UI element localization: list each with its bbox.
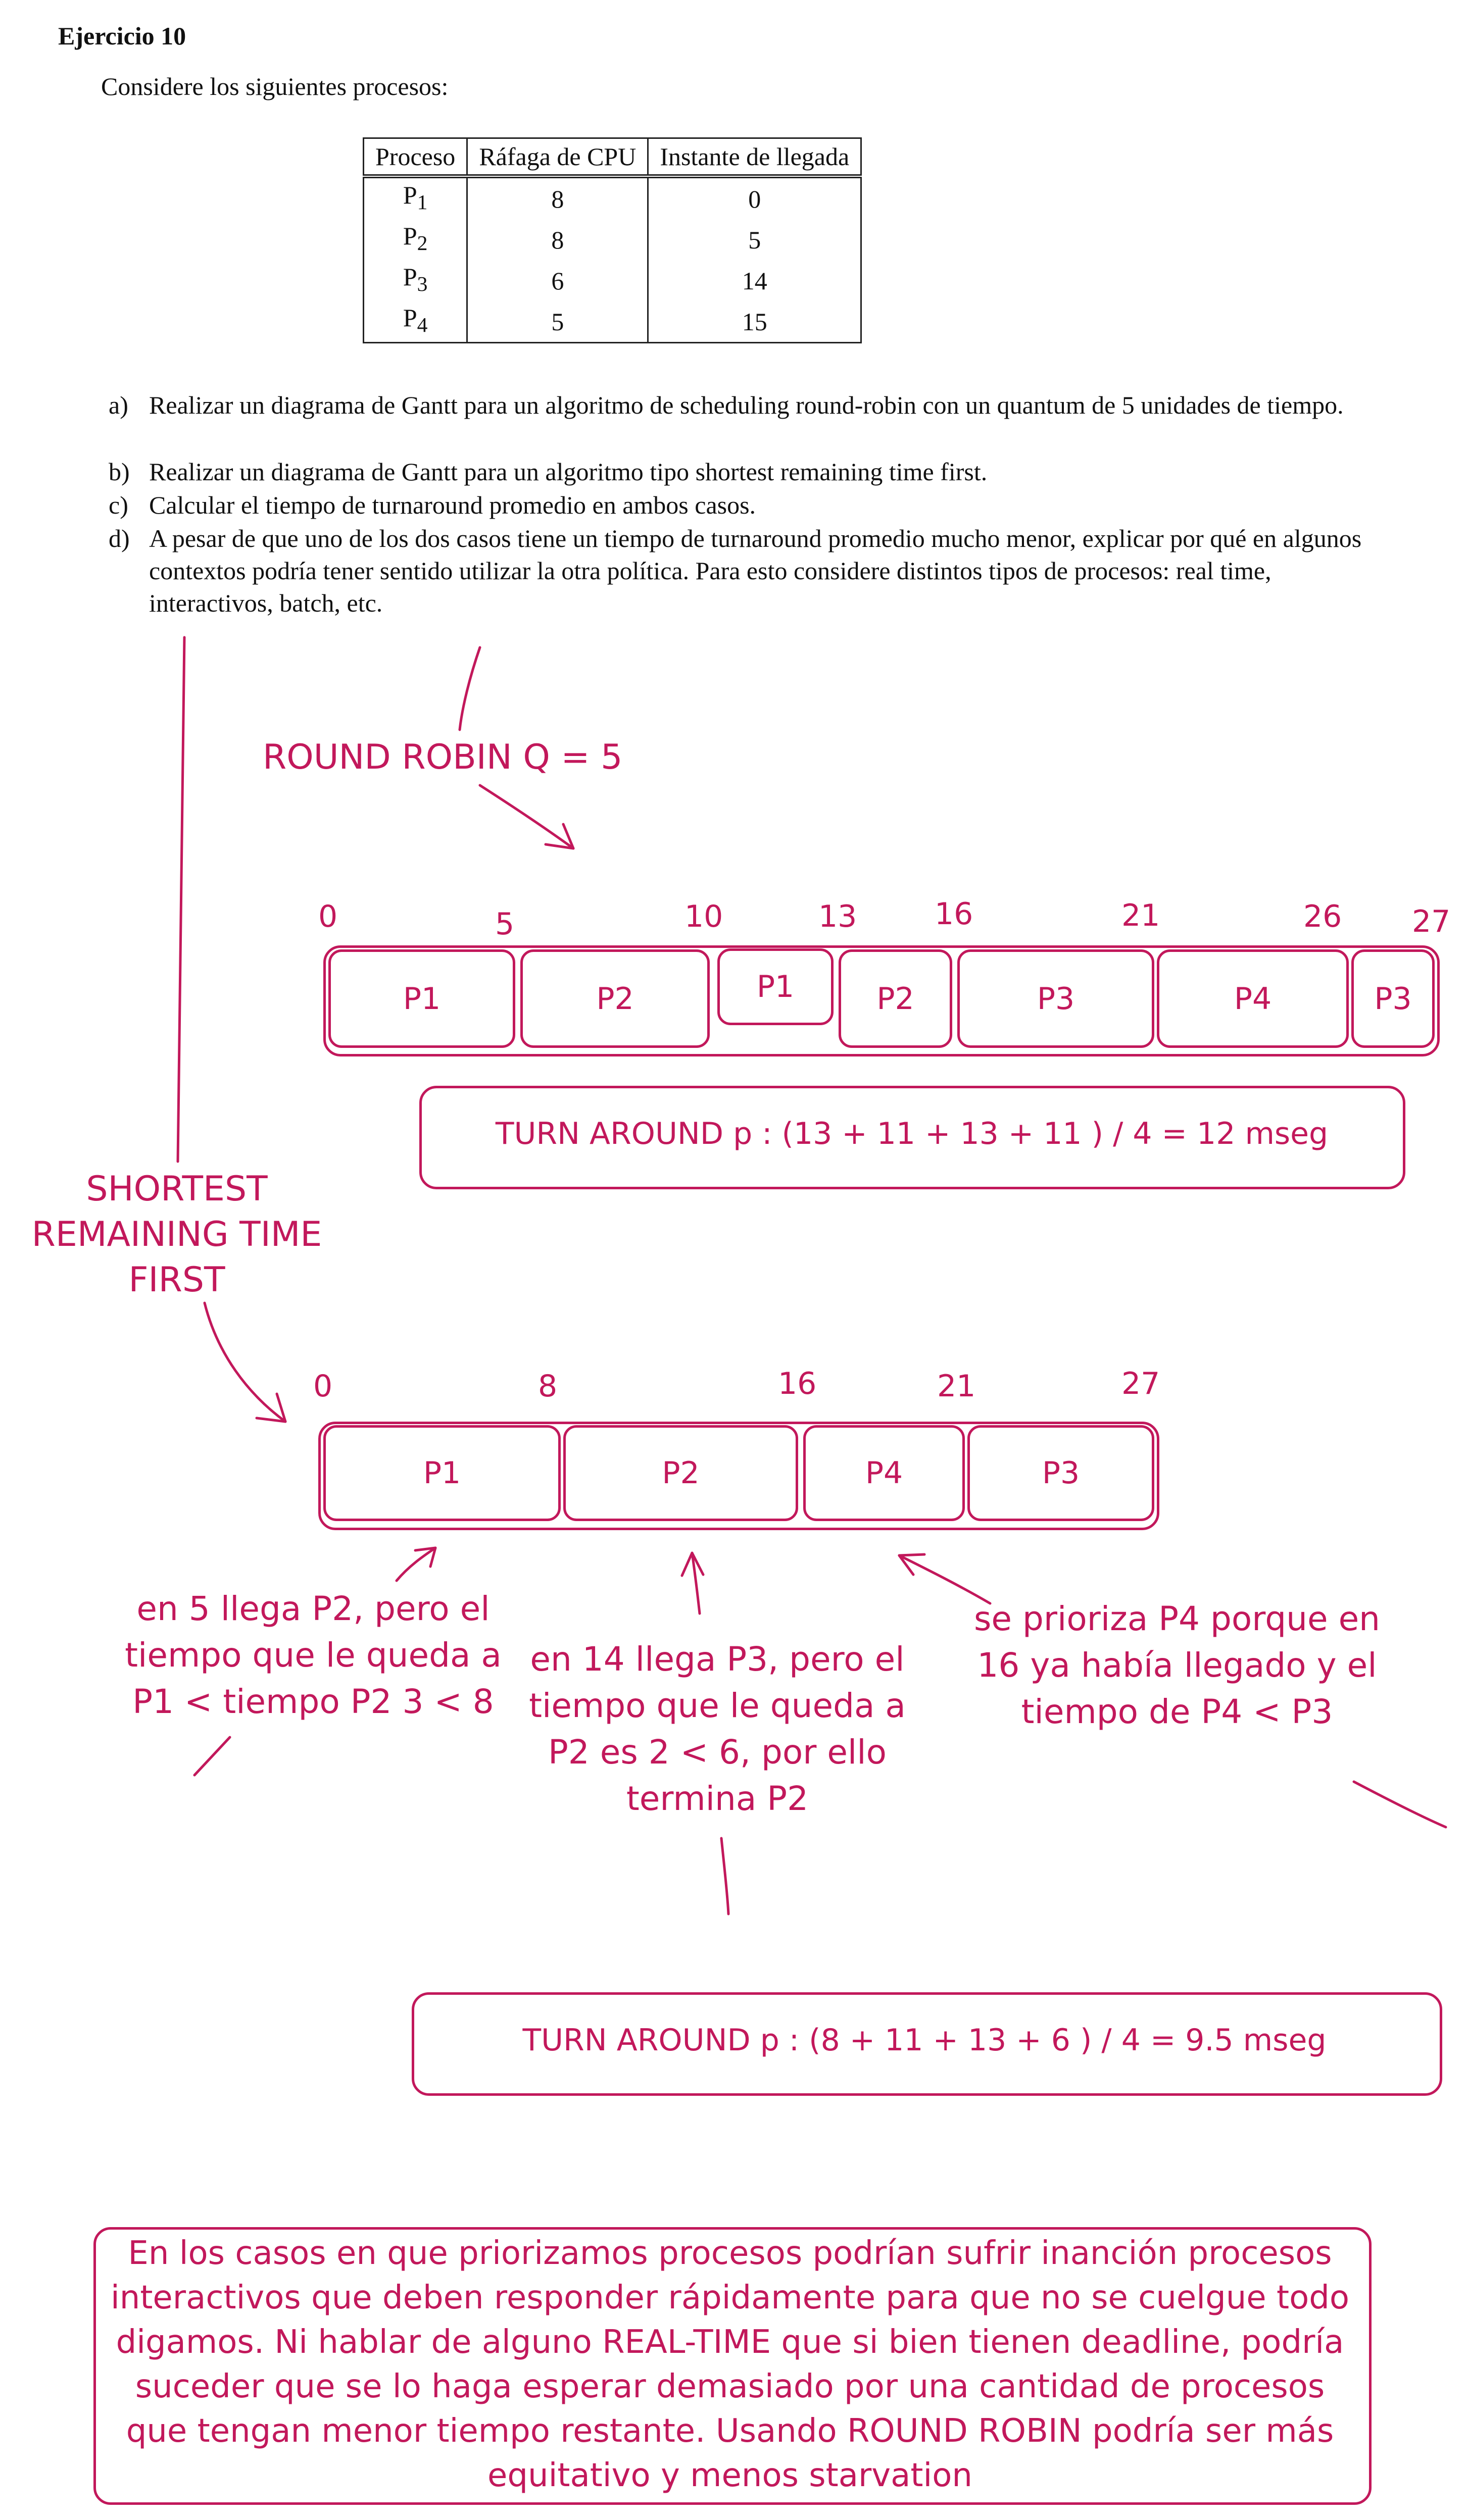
note1-arrow: [395, 1546, 437, 1582]
process-cell: P4: [362, 301, 468, 343]
rr-segment-p2: P2: [839, 949, 952, 1048]
note1-arrowhead: [414, 1546, 437, 1568]
arrival-cell: 0: [647, 176, 862, 219]
header-rafaga: Ráfaga de CPU: [466, 137, 649, 178]
srtf-tick: 21: [937, 1369, 976, 1404]
srtf-title: SHORTEST REMAINING TIME FIRST: [0, 1167, 354, 1303]
srtf-tick: 16: [778, 1366, 817, 1401]
left-slash: [193, 1736, 231, 1777]
header-llegada: Instante de llegada: [647, 137, 862, 178]
table-row: P3 6 14: [362, 260, 862, 301]
rr-tick: 21: [1121, 898, 1160, 933]
srtf-turnaround-box: [412, 1992, 1442, 2096]
exercise-intro: Considere los siguientes procesos:: [101, 72, 449, 100]
rr-segment-p2: P2: [520, 949, 710, 1048]
note3-arrow: [898, 1554, 992, 1605]
arrival-cell: 14: [647, 260, 862, 301]
question-b-label: b): [109, 458, 130, 486]
exercise-title: Ejercicio 10: [58, 22, 186, 50]
rr-turnaround: TURN AROUND p : (13 + 11 + 13 + 11 ) / 4…: [495, 1116, 1329, 1151]
srtf-title-line2: REMAINING TIME: [31, 1215, 322, 1254]
rr-tick: 16: [935, 896, 973, 932]
table-row: P1 8 0: [362, 176, 862, 219]
right-slash: [1352, 1780, 1447, 1829]
question-a-label: a): [109, 391, 128, 419]
srtf-arrowhead: [255, 1392, 287, 1423]
burst-cell: 8: [466, 176, 649, 219]
srtf-turnaround: TURN AROUND p : (8 + 11 + 13 + 6 ) / 4 =…: [522, 2023, 1327, 2058]
note3-arrowhead: [898, 1553, 926, 1576]
srtf-tick: 27: [1121, 1366, 1160, 1401]
rr-gantt-frame: [323, 945, 1440, 1056]
rr-segment-p3: P3: [957, 949, 1154, 1048]
rr-segment-p3: P3: [1351, 949, 1435, 1048]
srtf-gantt-frame: [318, 1422, 1159, 1530]
srtf-title-line3: FIRST: [128, 1260, 225, 1300]
question-c-label: c): [109, 491, 128, 519]
question-d-label: d): [109, 524, 130, 552]
srtf-arrow: [203, 1301, 287, 1423]
rr-tick: 27: [1412, 904, 1451, 939]
rr-segment-p1: P1: [328, 949, 515, 1048]
question-c-text: Calcular el tiempo de turnaround promedi…: [149, 491, 756, 519]
table-header-row: Proceso Ráfaga de CPU Instante de llegad…: [362, 137, 862, 178]
conclusion-box: [93, 2227, 1372, 2505]
burst-cell: 6: [466, 260, 649, 301]
srtf-note-1: en 5 llega P2, pero el tiempo que le que…: [125, 1589, 502, 1721]
arrival-cell: 15: [647, 301, 862, 343]
note2-arrowhead: [680, 1551, 705, 1577]
process-table: Proceso Ráfaga de CPU Instante de llegad…: [362, 137, 862, 343]
srtf-segment-p4: P4: [803, 1425, 965, 1521]
srtf-segment-p2: P2: [563, 1425, 798, 1521]
rr-segment-p1: P1: [717, 948, 834, 1025]
conclusion-text: En los casos en que priorizamos procesos…: [110, 2235, 1350, 2494]
srtf-title-line1: SHORTEST: [86, 1169, 268, 1209]
rr-arrow: [478, 784, 575, 850]
table-row: P2 8 5: [362, 219, 862, 260]
rr-arrowhead: [544, 823, 575, 850]
left-vertical-line: [176, 636, 186, 1163]
table-row: P4 5 15: [362, 301, 862, 343]
rr-tick: 0: [318, 899, 338, 934]
rr-tick: 26: [1303, 899, 1342, 934]
header-proceso: Proceso: [362, 137, 468, 178]
question-a-text: Realizar un diagrama de Gantt para un al…: [149, 391, 1344, 419]
srtf-note-3: se prioriza P4 porque en 16 ya había lle…: [973, 1599, 1381, 1731]
note2-bottom-line: [720, 1837, 730, 1916]
rr-turnaround-box: [419, 1086, 1405, 1189]
burst-cell: 8: [466, 219, 649, 260]
arrival-cell: 5: [647, 219, 862, 260]
srtf-tick: 0: [313, 1369, 333, 1404]
rr-tick: 10: [684, 899, 723, 934]
rr-segment-p4: P4: [1157, 949, 1349, 1048]
process-cell: P1: [362, 176, 468, 219]
question-b-text: Realizar un diagrama de Gantt para un al…: [149, 458, 988, 486]
rr-tick: 13: [818, 899, 857, 934]
process-cell: P3: [362, 260, 468, 301]
question-d-text: A pesar de que uno de los dos casos tien…: [149, 524, 1362, 617]
process-cell: P2: [362, 219, 468, 260]
srtf-tick: 8: [538, 1369, 558, 1404]
rr-title: ROUND ROBIN Q = 5: [263, 737, 623, 777]
srtf-note-2: en 14 llega P3, pero el tiempo que le qu…: [529, 1640, 906, 1818]
srtf-segment-p3: P3: [967, 1425, 1154, 1521]
rr-tick: 5: [495, 906, 515, 942]
note2-arrow: [691, 1551, 701, 1615]
srtf-segment-p1: P1: [323, 1425, 561, 1521]
burst-cell: 5: [466, 301, 649, 343]
rr-pointer-line: [458, 646, 481, 731]
